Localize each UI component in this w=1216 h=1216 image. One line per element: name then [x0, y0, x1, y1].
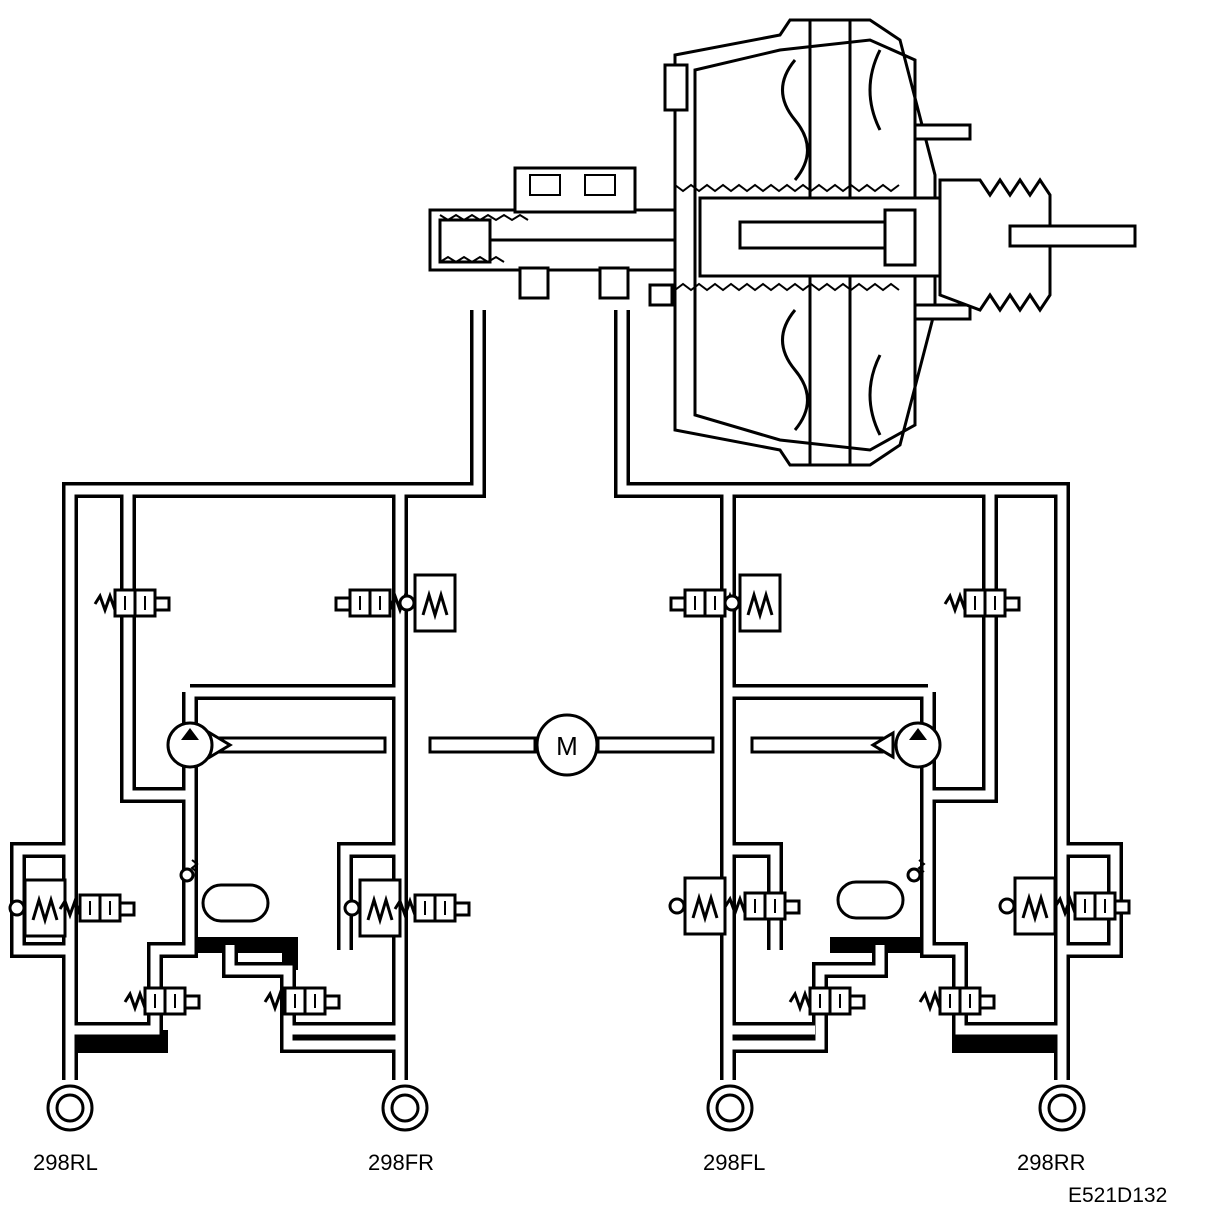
accumulator-right	[836, 880, 905, 920]
check-valve-left	[179, 859, 199, 883]
check-valve-right	[906, 859, 926, 883]
wheel-cylinder-fl	[706, 1084, 754, 1132]
pump-motor	[535, 713, 599, 777]
wheel-label-front-left: 298FL	[703, 1150, 766, 1175]
relief-valve-fr-lower	[343, 878, 402, 938]
wheel-cylinder-rl	[46, 1084, 94, 1132]
accumulator-left	[201, 883, 270, 923]
outlet-valve-rl	[123, 986, 201, 1016]
wheel-label-rear-right: 298RR	[1017, 1150, 1086, 1175]
brake-booster-master-cylinder	[428, 18, 1137, 467]
wheel-label-front-right: 298FR	[368, 1150, 435, 1175]
motor-label: M	[556, 731, 578, 761]
pump-left	[166, 721, 214, 769]
hydraulic-lines	[10, 310, 1123, 1080]
wheel-cylinder-rr	[1038, 1084, 1086, 1132]
relief-valve-fr-upper	[398, 573, 457, 633]
pump-right	[894, 721, 942, 769]
isolation-valve-rl	[93, 588, 171, 618]
isolation-valve-rr	[943, 588, 1021, 618]
figure-reference-code: E521D132	[1068, 1184, 1168, 1207]
outlet-valve-fl	[788, 986, 866, 1016]
motor-drive-shaft	[208, 730, 895, 760]
wheel-cylinder-fr	[381, 1084, 429, 1132]
wheel-label-rear-left: 298RL	[33, 1150, 98, 1175]
relief-valve-rr-lower	[998, 876, 1057, 936]
outlet-valve-rr	[918, 986, 996, 1016]
relief-valve-fl-lower	[668, 876, 727, 936]
inlet-valve-fl	[723, 891, 801, 921]
outlet-valve-fr	[263, 986, 341, 1016]
